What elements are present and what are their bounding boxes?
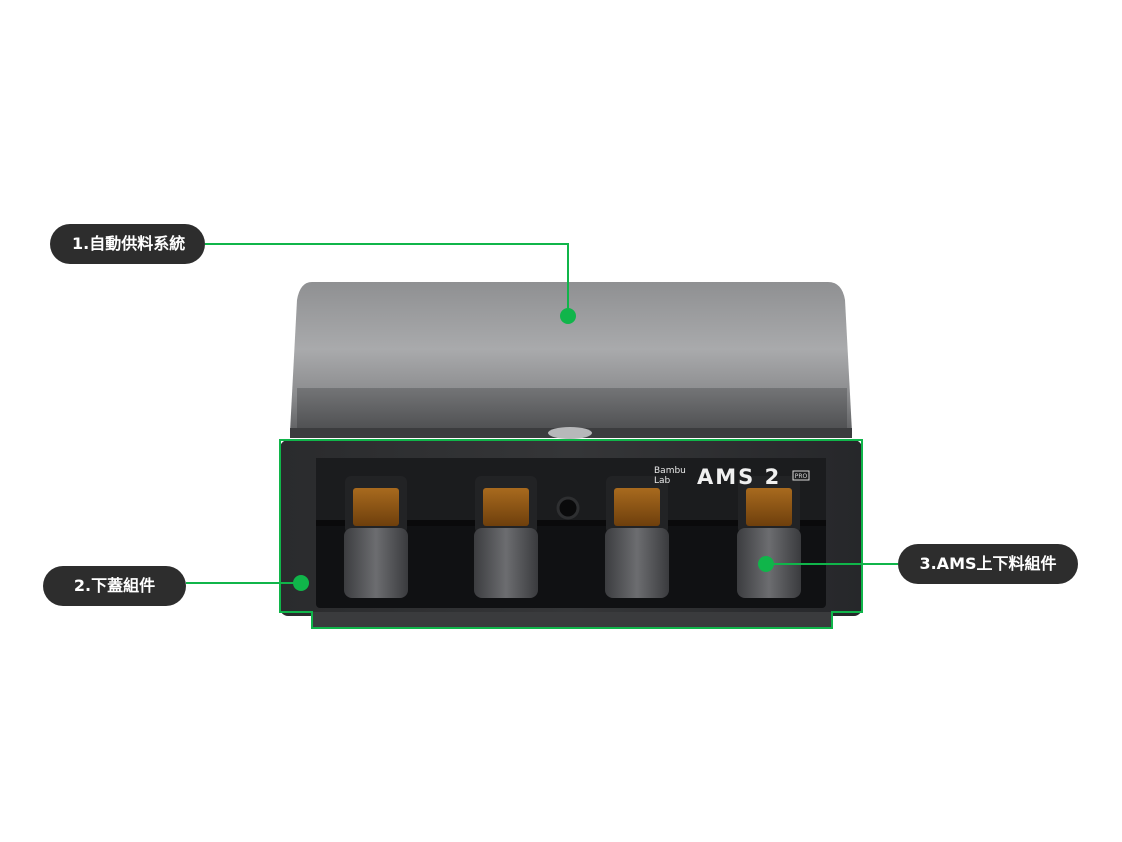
feeder-slot-3 <box>605 476 669 598</box>
callout-bottom-cover: 2.下蓋組件 <box>43 566 186 606</box>
brand-line1: Bambu <box>654 466 686 476</box>
feeder-slot-4 <box>737 476 801 598</box>
lid-release-button <box>548 427 592 439</box>
callout-feeder-assembly: 3.AMS上下料組件 <box>898 544 1078 584</box>
bottom-cover <box>280 440 862 628</box>
marker-dot-3 <box>758 556 774 572</box>
lid <box>290 282 852 439</box>
feeder-slot-2 <box>474 476 538 598</box>
callout-auto-feed-system: 1.自動供料系統 <box>50 224 205 264</box>
brand-logo: Bambu Lab AMS 2 PRO <box>654 465 810 489</box>
model-badge <box>792 470 810 481</box>
brand-line2: Lab <box>654 476 671 486</box>
marker-dot-1 <box>560 308 576 324</box>
marker-dot-2 <box>293 575 309 591</box>
model-badge-text: PRO <box>795 473 808 480</box>
model-name: AMS 2 <box>697 465 781 489</box>
feeder-slot-1 <box>344 476 408 598</box>
leader-line-1 <box>205 243 569 316</box>
bottom-cover-outline <box>279 439 863 629</box>
